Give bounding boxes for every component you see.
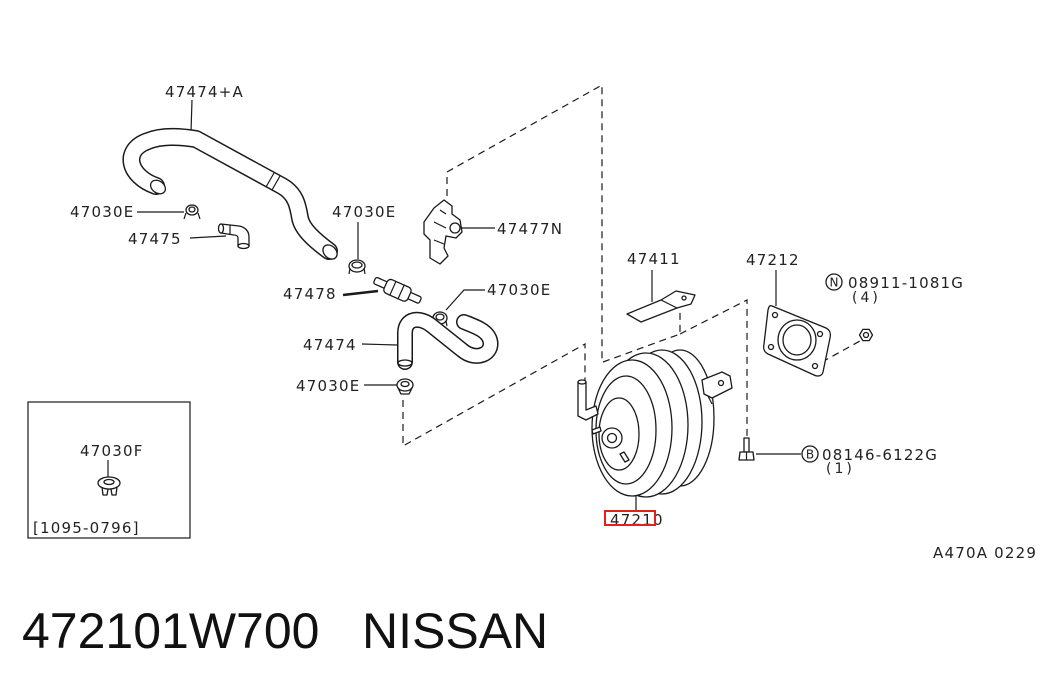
guide-line bbox=[602, 312, 681, 363]
callout-hose-lower[interactable]: 47474 bbox=[303, 336, 357, 354]
brand-title: NISSAN bbox=[362, 603, 548, 659]
clamp-icon bbox=[348, 259, 366, 275]
callout-bolt[interactable]: 08146-6122G bbox=[822, 446, 938, 464]
inset-box bbox=[27, 401, 191, 539]
clamp-icon bbox=[183, 204, 201, 220]
callout-bracket-clip[interactable]: 47477N bbox=[497, 220, 563, 238]
leader-line bbox=[189, 235, 227, 239]
callout-inset-clip[interactable]: 47030F bbox=[80, 442, 144, 460]
nut-icon bbox=[858, 328, 874, 342]
bolt-icon bbox=[738, 437, 755, 461]
highlight-box bbox=[604, 510, 656, 526]
leader-line bbox=[342, 289, 379, 297]
bolt-symbol-circle bbox=[801, 445, 819, 463]
clamp-icon bbox=[396, 378, 414, 395]
callout-clamp-mid-right[interactable]: 47030E bbox=[487, 281, 551, 299]
callout-clamp-lower[interactable]: 47030E bbox=[296, 377, 360, 395]
check-valve-icon bbox=[373, 276, 422, 304]
dashed-guide-lines bbox=[402, 83, 861, 448]
leader-line bbox=[361, 343, 398, 346]
guide-line bbox=[402, 342, 586, 448]
part-number-title: 472101W700 bbox=[22, 603, 319, 659]
clip-icon bbox=[97, 476, 121, 496]
callout-nut[interactable]: 08911-1081G bbox=[848, 274, 964, 292]
elbow-connector-icon bbox=[217, 223, 250, 250]
callout-clamp-upper-mid[interactable]: 47030E bbox=[332, 203, 396, 221]
callout-hose-upper[interactable]: 47474+A bbox=[165, 83, 244, 101]
brake-booster-icon bbox=[577, 349, 733, 498]
guide-line bbox=[679, 299, 748, 440]
guide-line bbox=[446, 83, 603, 362]
bolt-quantity: (1) bbox=[826, 461, 855, 477]
leader-lines bbox=[107, 99, 801, 511]
callout-clamp-upper-left[interactable]: 47030E bbox=[70, 203, 134, 221]
callout-connector[interactable]: 47475 bbox=[128, 230, 182, 248]
bolt-symbol: B bbox=[806, 448, 814, 462]
nut-symbol-circle bbox=[825, 273, 843, 291]
leader-line bbox=[190, 99, 193, 133]
bracket-clip-icon bbox=[423, 199, 463, 265]
diagram-reference-code: A470A 0229 bbox=[933, 544, 1037, 562]
bracket-icon bbox=[626, 290, 696, 323]
guide-line bbox=[821, 340, 861, 363]
hose-upper-icon bbox=[122, 127, 338, 260]
callout-bracket[interactable]: 47411 bbox=[627, 250, 681, 268]
inset-date-range: [1095-0796] bbox=[33, 519, 140, 537]
leader-line bbox=[445, 289, 485, 311]
gasket-icon bbox=[762, 304, 832, 377]
hose-lower-icon bbox=[397, 311, 499, 370]
nut-quantity: (4) bbox=[852, 290, 881, 306]
callout-check-valve[interactable]: 47478 bbox=[283, 285, 337, 303]
nut-symbol: N bbox=[830, 276, 839, 290]
callout-gasket[interactable]: 47212 bbox=[746, 251, 800, 269]
